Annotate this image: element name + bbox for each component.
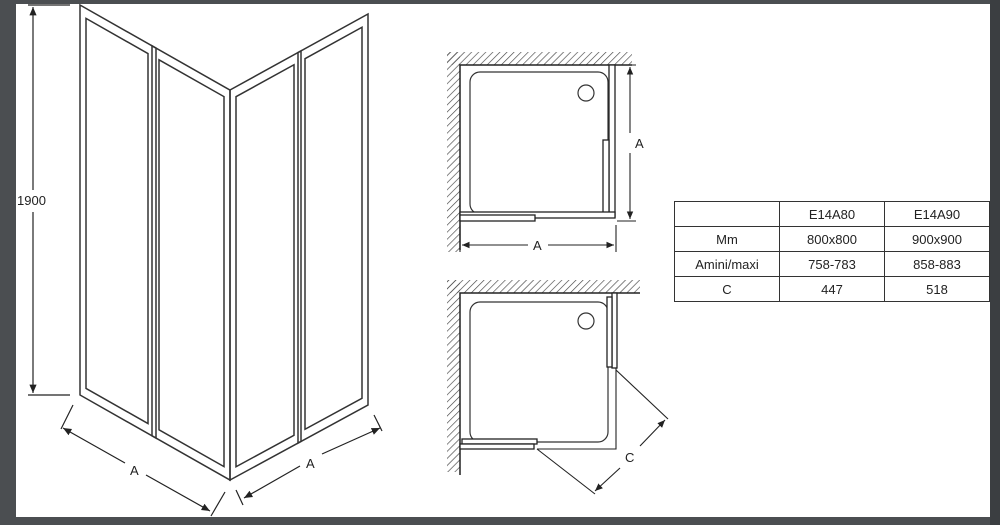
drain-icon	[577, 84, 595, 102]
dimensions-table: E14A80 E14A90 Mm 800x800 900x900 Amini/m…	[674, 201, 990, 302]
left-frame	[79, 3, 231, 482]
glass-panel	[304, 25, 363, 431]
plan2-diagonal-label: C	[625, 450, 634, 465]
table-cell: C	[674, 276, 780, 302]
width-label-left: A	[130, 463, 139, 478]
table-cell: 800x800	[779, 226, 885, 252]
glass-panel	[235, 63, 295, 469]
width-dimension-right	[235, 414, 383, 506]
table-cell: 858-883	[884, 251, 990, 277]
table-row: Mm 800x800 900x900	[674, 226, 990, 252]
shower-tray	[469, 301, 609, 443]
table-cell: 447	[779, 276, 885, 302]
table-cell: Amini/maxi	[674, 251, 780, 277]
plan1-width-label: A	[533, 238, 542, 253]
table-cell: 758-783	[779, 251, 885, 277]
table-cell: 518	[884, 276, 990, 302]
table-cell: E14A80	[779, 201, 885, 227]
table-row: C 447 518	[674, 276, 990, 302]
enclosure-elevation	[79, 3, 369, 482]
width-label-right: A	[306, 456, 315, 471]
plan1-depth-label: A	[635, 136, 644, 151]
drain-icon	[577, 312, 595, 330]
right-frame	[229, 12, 369, 482]
shower-tray	[469, 71, 609, 215]
height-dimension	[28, 4, 70, 396]
glass-panel	[85, 17, 149, 425]
panel-separator	[151, 44, 157, 440]
table-cell: 900x900	[884, 226, 990, 252]
height-label: 1900	[17, 193, 46, 208]
table-cell: Mm	[674, 226, 780, 252]
table-cell	[674, 201, 780, 227]
table-header-row: E14A80 E14A90	[674, 201, 990, 227]
glass-panel	[158, 58, 225, 468]
table-cell: E14A90	[884, 201, 990, 227]
width-dimension-left	[60, 404, 226, 517]
table-row: Amini/maxi 758-783 858-883	[674, 251, 990, 277]
scrollbar[interactable]	[990, 0, 1000, 525]
panel-separator	[297, 49, 302, 445]
plan-view-sliding: A A	[447, 52, 644, 253]
plan-view-corner-entry: C	[447, 280, 669, 495]
